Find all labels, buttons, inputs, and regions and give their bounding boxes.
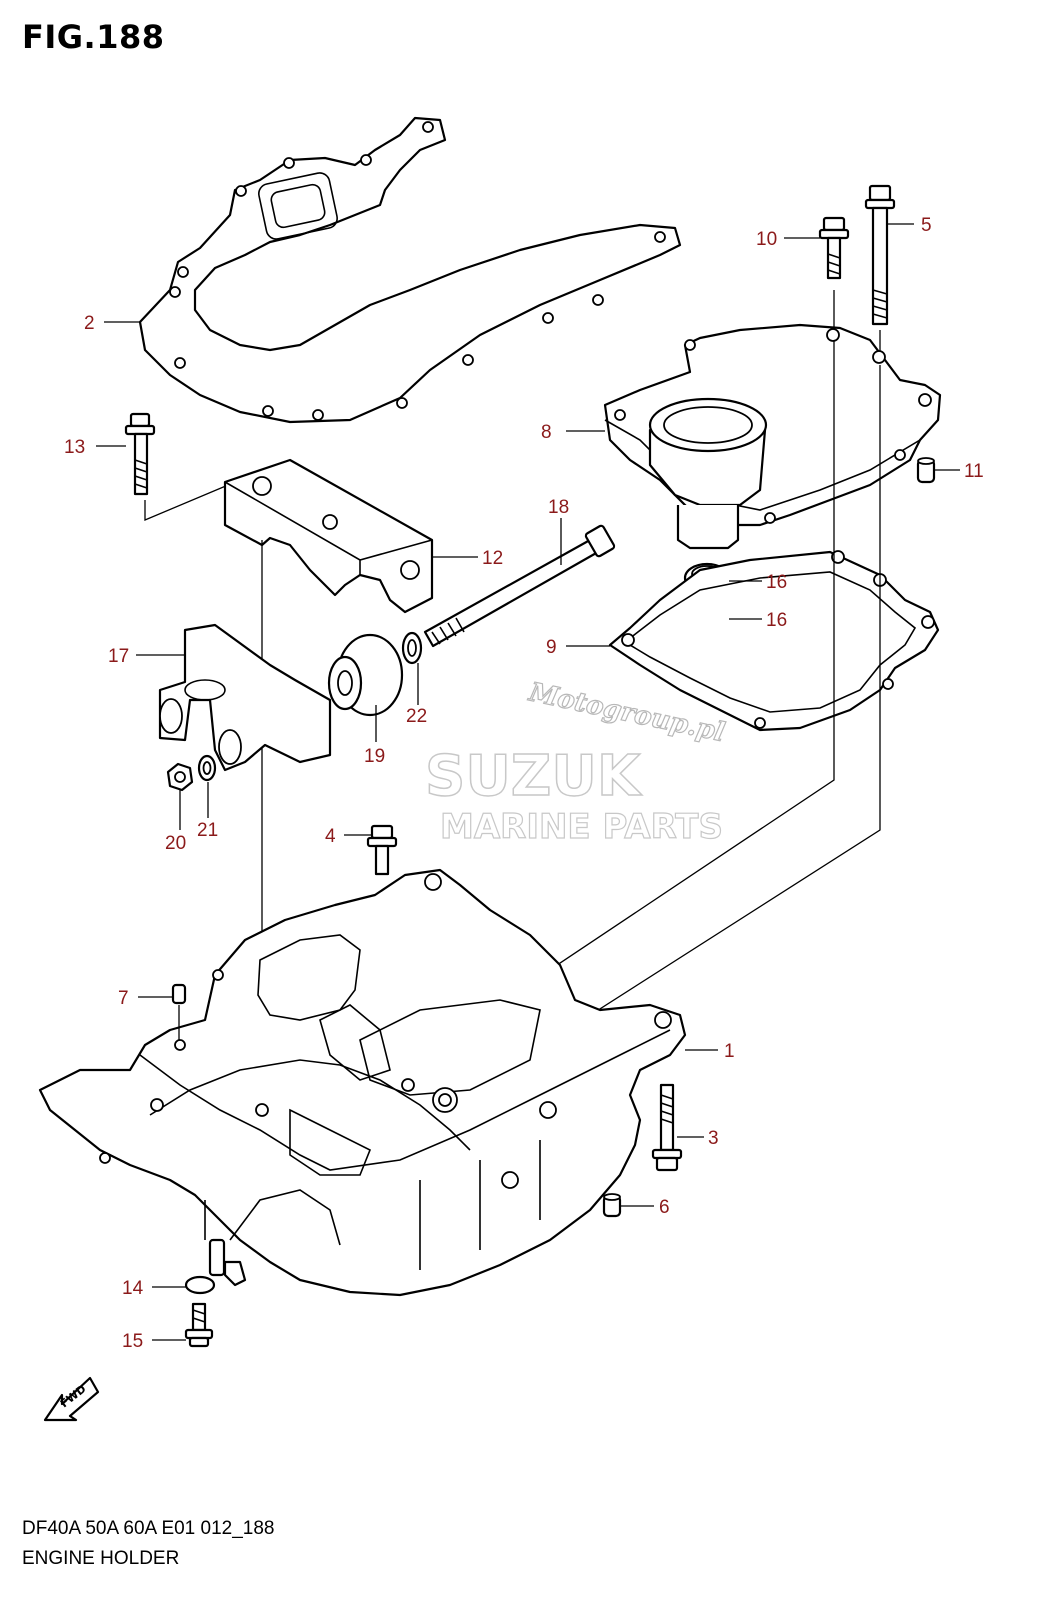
- model-line: DF40A 50A 60A E01 012_188: [22, 1518, 275, 1539]
- leader-line: [144, 479, 241, 521]
- callout-3: 3: [708, 1128, 719, 1149]
- bolt-part-19: [423, 524, 616, 648]
- dowel-part-6: [602, 1193, 622, 1218]
- bolt-part-3: [651, 1083, 683, 1172]
- bracket-part-12: [223, 458, 434, 614]
- callout-4: 4: [325, 826, 336, 847]
- callout-19: 18: [548, 497, 569, 518]
- figure-title: FIG.188: [22, 18, 165, 56]
- gasket-part-2: [138, 116, 682, 424]
- callout-13: 13: [64, 437, 85, 458]
- callout-15: 15: [122, 1331, 143, 1352]
- mount-part-18: [327, 633, 404, 717]
- watermark-brand: SUZUK: [425, 744, 643, 809]
- fwd-arrow-icon: FWD: [43, 1376, 100, 1422]
- callout-10: 10: [756, 229, 777, 250]
- gasket-part-9: [608, 550, 940, 732]
- diagram-caption: ENGINE HOLDER: [22, 1548, 180, 1569]
- callout-16-upper: 16: [766, 572, 787, 593]
- bolt-part-10: [818, 216, 850, 280]
- callout-5: 5: [921, 215, 932, 236]
- callout-11: 11: [964, 461, 984, 482]
- callout-14: 14: [122, 1278, 144, 1299]
- bolt-part-5: [864, 184, 896, 326]
- bolt-part-15: [184, 1302, 214, 1348]
- callout-22: 21: [197, 820, 218, 841]
- callout-21: 20: [165, 833, 186, 854]
- engine-holder-part-1: [38, 868, 687, 1297]
- dowel-part-7: [171, 983, 187, 1005]
- watermark-sub: MARINE PARTS: [440, 807, 723, 847]
- callout-7: 7: [118, 988, 129, 1009]
- bracket-part-17: [158, 623, 332, 772]
- washer-part-22: [197, 754, 217, 782]
- nut-part-21: [166, 762, 194, 792]
- callout-6: 6: [659, 1197, 670, 1218]
- callout-16-lower: 16: [766, 610, 787, 631]
- callout-1: 1: [724, 1041, 735, 1062]
- callout-20: 22: [406, 706, 427, 727]
- callout-12: 12: [482, 548, 503, 569]
- bolt-part-13: [124, 412, 156, 496]
- stud-part-14: [184, 1200, 247, 1295]
- callouts: 2 13 10 5 8 11 12 18 16 16 9 17 22 19 20…: [64, 215, 984, 1352]
- callout-8: 8: [541, 422, 552, 443]
- callout-2: 2: [84, 313, 95, 334]
- cover-part-8: [603, 323, 942, 550]
- callout-18: 19: [364, 746, 385, 767]
- callout-9: 9: [546, 637, 557, 658]
- leader-line: [519, 365, 881, 1061]
- bolt-part-4: [366, 824, 398, 876]
- callout-17-label: 17: [108, 646, 129, 667]
- dowel-part-11: [916, 457, 936, 484]
- washer-part-20: [401, 631, 423, 665]
